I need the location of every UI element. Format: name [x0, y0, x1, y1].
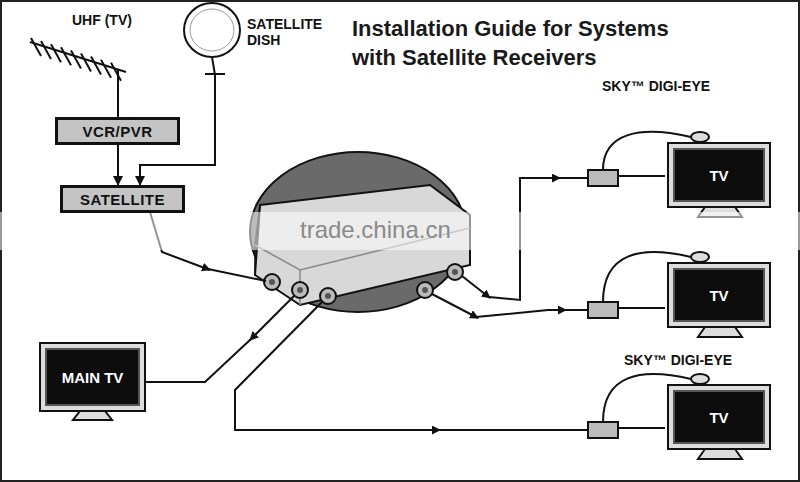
node-text: VCR/PVR: [82, 123, 152, 140]
signal-cable: [117, 145, 119, 185]
digi-eye: [691, 252, 709, 262]
tv-screen: TV: [673, 390, 765, 444]
digi-eye-adapter: [588, 422, 618, 438]
tv-stand: [698, 327, 742, 337]
tv-stand: [40, 343, 145, 420]
digi-eye: [691, 132, 709, 142]
tv-lead: [618, 427, 665, 429]
node-text: SATELLITE: [80, 191, 165, 208]
node-text: MAIN TV: [62, 369, 124, 386]
node-text: TV: [709, 409, 728, 426]
tv-lead: [618, 307, 665, 309]
digi-eye: [691, 374, 709, 384]
equipment-label: UHF (TV): [58, 12, 158, 82]
tv-frame: [668, 143, 770, 207]
tv-screen: TV: [673, 148, 765, 202]
node-text: TV: [709, 287, 728, 304]
node-text: TV: [709, 167, 728, 184]
digi-eye-adapter: [588, 302, 618, 318]
device-box: VCR/PVR: [55, 117, 180, 145]
device-box: SATELLITE: [60, 185, 185, 213]
tv-frame: [668, 263, 770, 327]
tv-screen: MAIN TV: [45, 348, 140, 406]
node-text: SATELLITE DISH: [245, 16, 319, 48]
satellite-dish: [184, 3, 240, 75]
tv-screen: TV: [673, 268, 765, 322]
digi-eye-adapter: [588, 170, 618, 186]
title: Installation Guide for Systems with Sate…: [352, 14, 697, 72]
watermark: trade.china.cn: [300, 216, 451, 244]
tv-lead: [618, 175, 665, 177]
tv-sets: [588, 132, 770, 459]
node-text: UHF (TV): [70, 12, 134, 28]
product-label: SKY™ DIGI-EYE: [622, 352, 734, 368]
product-label: SKY™ DIGI-EYE: [600, 78, 712, 94]
tv-stand: [698, 449, 742, 459]
tv-frame: [668, 385, 770, 449]
signal-cable: [117, 82, 119, 117]
uhf-antenna: [30, 38, 126, 117]
equipment-label: SATELLITE DISH: [183, 4, 333, 75]
watermark-band: [0, 212, 800, 250]
